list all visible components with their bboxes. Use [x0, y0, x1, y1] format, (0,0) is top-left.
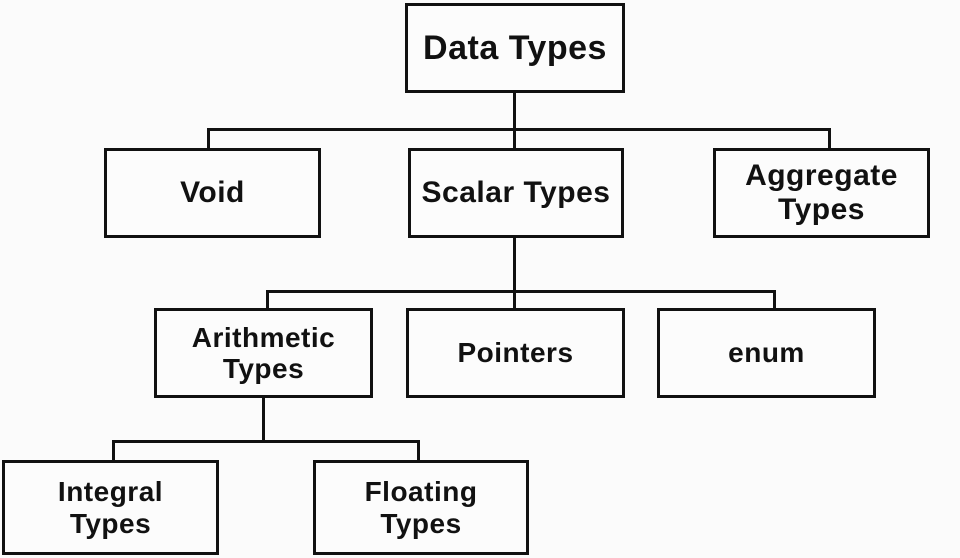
- connector-drop-floating-types: [417, 440, 420, 462]
- connector-level2-bus: [266, 290, 776, 293]
- node-scalar-types-label: Scalar Types: [421, 176, 611, 210]
- node-arithmetic-types-label: Arithmetic Types: [191, 321, 336, 384]
- connector-drop-enum: [773, 290, 776, 310]
- connector-root-stem: [513, 92, 516, 130]
- connector-arithmetic-types-stem: [262, 397, 265, 443]
- connector-drop-pointers: [513, 290, 516, 310]
- connector-level1-bus: [207, 128, 831, 131]
- connector-drop-scalar-types: [513, 128, 516, 150]
- node-data-types-label: Data Types: [423, 28, 607, 67]
- connector-level3-bus: [112, 440, 420, 443]
- node-void[interactable]: Void: [104, 148, 321, 238]
- node-floating-types[interactable]: Floating Types: [313, 460, 529, 555]
- node-scalar-types[interactable]: Scalar Types: [408, 148, 624, 238]
- node-enum[interactable]: enum: [657, 308, 876, 398]
- node-integral-types[interactable]: Integral Types: [2, 460, 219, 555]
- node-void-label: Void: [180, 176, 245, 210]
- node-pointers[interactable]: Pointers: [406, 308, 625, 398]
- node-integral-types-label: Integral Types: [57, 476, 164, 539]
- node-data-types[interactable]: Data Types: [405, 3, 625, 93]
- node-pointers-label: Pointers: [457, 337, 574, 369]
- node-floating-types-label: Floating Types: [364, 476, 478, 539]
- node-aggregate-types[interactable]: Aggregate Types: [713, 148, 930, 238]
- connector-scalar-types-stem: [513, 237, 516, 292]
- connector-drop-integral-types: [112, 440, 115, 462]
- connector-drop-arithmetic-types: [266, 290, 269, 310]
- connector-drop-void: [207, 128, 210, 150]
- node-aggregate-types-label: Aggregate Types: [745, 159, 898, 226]
- connector-drop-aggregate-types: [828, 128, 831, 150]
- node-arithmetic-types[interactable]: Arithmetic Types: [154, 308, 373, 398]
- node-enum-label: enum: [728, 337, 805, 369]
